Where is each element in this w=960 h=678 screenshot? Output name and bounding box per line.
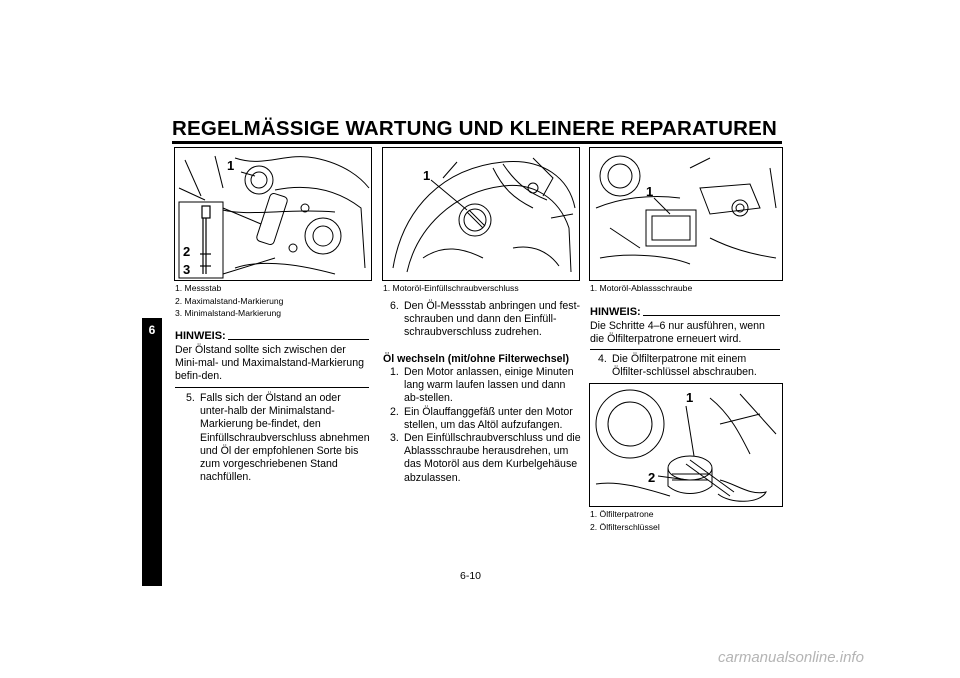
note-heading-rule (227, 339, 369, 340)
figure-oil-filler-cap: 1 (382, 147, 580, 281)
note-box-col3: HINWEIS: Die Schritte 4–6 nur ausführen,… (590, 306, 780, 351)
note-heading-rule (642, 315, 780, 316)
note-end-rule (175, 386, 369, 388)
step-number: 3. (390, 432, 399, 445)
section-heading-oil-change: Öl wechseln (mit/ohne Filterwechsel) (383, 353, 570, 365)
oil-filler-cap-illustration (392, 157, 576, 273)
callout-1: 1 (646, 184, 654, 199)
caption-item: 1. Messstab (175, 283, 222, 293)
note-heading: HINWEIS: (590, 306, 641, 318)
step-text: Den Einfüllschraubverschluss und die Abl… (404, 432, 581, 484)
step-text: Den Öl-Messstab anbringen und fest-schra… (404, 300, 581, 339)
note-text: Der Ölstand sollte sich zwischen der Min… (175, 344, 364, 383)
figure-caption-col3: 1. Motoröl-Ablassschraube (590, 283, 693, 293)
figure-dipstick: 1 2 3 (174, 147, 372, 281)
step-text: Die Ölfilterpatrone mit einem Ölfilter-s… (612, 353, 757, 379)
figure-oil-filter: 1 2 (589, 383, 783, 507)
step-number: 2. (390, 405, 399, 418)
step-number: 6. (390, 300, 399, 312)
callout-3: 3 (183, 262, 191, 277)
step-5: 5. Falls sich der Ölstand an oder unter-… (186, 392, 370, 484)
step-number: 1. (390, 366, 399, 378)
step-2: 2. Ein Ölauffanggefäß unter den Motor ste… (390, 406, 582, 432)
figure-caption-col2: 1. Motoröl-Einfüllschraubverschluss (383, 283, 519, 293)
step-3: 3. Den Einfüllschraubverschluss und die A… (390, 432, 582, 485)
step-6: 6. Den Öl-Messstab anbringen und fest-sc… (390, 300, 582, 340)
title-rule (172, 141, 782, 144)
note-heading: HINWEIS: (175, 330, 226, 342)
step-4: 4. Die Ölfilterpatrone mit einem Ölfilte… (598, 353, 782, 379)
watermark: carmanualsonline.info (718, 649, 864, 666)
callout-1: 1 (423, 168, 431, 183)
oil-change-steps: 1. Den Motor anlassen, einige Minuten lan… (390, 366, 582, 485)
callout-2: 2 (648, 470, 656, 485)
note-end-rule (590, 349, 780, 351)
caption-item: 3. Minimalstand-Markierung (175, 308, 282, 319)
page-title: REGELMÄSSIGE WARTUNG UND KLEINERE REPARA… (172, 117, 778, 140)
step-number: 4. (598, 353, 607, 365)
drain-bolt-illustration (595, 155, 777, 265)
page-number: 6-10 (460, 570, 482, 582)
caption-item: 2. Ölfilterschlüssel (590, 521, 660, 532)
callout-1: 1 (227, 158, 235, 173)
figure-captions-col3b: 1. Ölfilterpatrone 2. Ölfilterschlüssel (590, 508, 780, 533)
dipstick-illustration (178, 155, 370, 279)
callout-2: 2 (183, 244, 191, 259)
caption-item: 2. Maximalstand-Markierung (175, 295, 284, 306)
step-text: Den Motor anlassen, einige Minuten lang … (404, 366, 574, 405)
note-text: Die Schritte 4–6 nur ausführen, wenn die… (590, 320, 765, 346)
step-text: Ein Ölauffanggefäß unter den Motor stell… (404, 405, 573, 431)
chapter-tab: 6 (142, 318, 162, 586)
callout-1: 1 (686, 390, 694, 405)
caption-item: 1. Ölfilterpatrone (590, 509, 654, 519)
step-text: Falls sich der Ölstand an oder unter-hal… (200, 392, 370, 484)
oil-filter-illustration (595, 389, 777, 502)
chapter-tab-number: 6 (148, 323, 156, 337)
step-1: 1. Den Motor anlassen, einige Minuten lan… (390, 366, 582, 406)
note-box-col1: HINWEIS: Der Ölstand sollte sich zwische… (175, 330, 369, 388)
figure-captions-col1: 1. Messstab 2. Maximalstand-Markierung 3… (175, 282, 375, 320)
figure-drain-bolt: 1 (589, 147, 783, 281)
step-number: 5. (186, 392, 195, 404)
